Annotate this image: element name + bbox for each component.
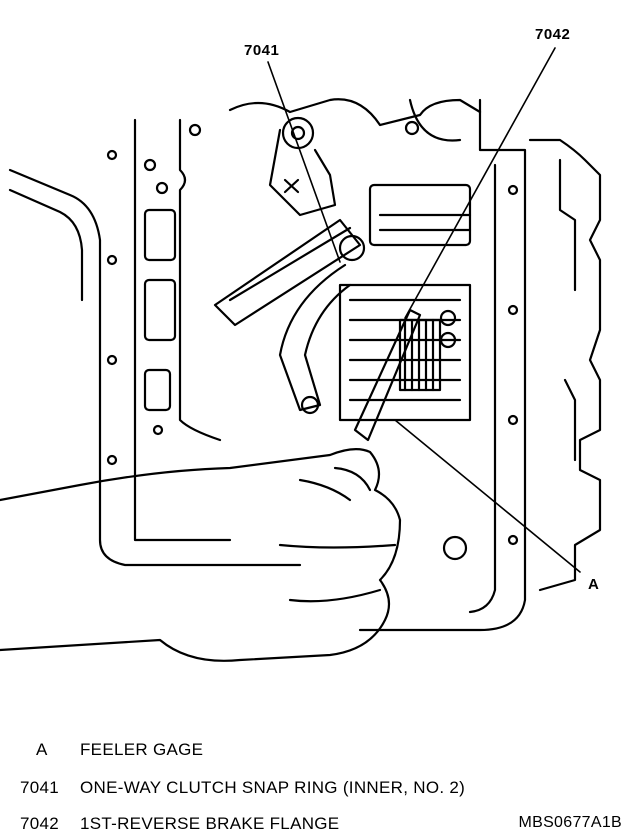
- figure-code: MBS0677A1B: [518, 814, 622, 831]
- leader-7041: [267, 61, 341, 263]
- legend-desc: FEELER GAGE: [80, 740, 204, 759]
- callout-7042: 7042: [535, 26, 571, 43]
- legend-row: 7042 1ST-REVERSE BRAKE FLANGE: [0, 814, 640, 840]
- leader-7042: [404, 47, 556, 319]
- bracket: [268, 128, 337, 217]
- callout-7041: 7041: [244, 42, 280, 59]
- legend-desc: 1ST-REVERSE BRAKE FLANGE: [80, 814, 340, 833]
- case-right-flange: [358, 98, 527, 632]
- legend-desc: ONE-WAY CLUTCH SNAP RING (INNER, NO. 2): [80, 778, 466, 797]
- tool-arm: [213, 218, 362, 327]
- callout-A: A: [588, 576, 600, 593]
- case-right-inner: [468, 163, 497, 614]
- case-top: [228, 98, 482, 127]
- case-left-inner: [8, 188, 84, 302]
- bracket-bolt: [281, 116, 315, 150]
- port-3: [143, 368, 172, 412]
- tool-pivot: [338, 234, 366, 262]
- legend-key: 7042: [20, 814, 60, 833]
- brake-housing: [338, 283, 472, 422]
- tool-lever: [278, 263, 352, 412]
- case-right-ribs: [528, 138, 602, 592]
- legend: A FEELER GAGE 7041 ONE-WAY CLUTCH SNAP R…: [0, 730, 640, 840]
- case-left-outline: [8, 168, 302, 567]
- valve-body-left: [133, 118, 232, 542]
- legend-key: 7041: [20, 778, 60, 797]
- legend-row: 7041 ONE-WAY CLUTCH SNAP RING (INNER, NO…: [0, 778, 640, 804]
- transmission-diagram: [0, 47, 602, 662]
- legend-row: A FEELER GAGE: [0, 740, 640, 766]
- legend-key: A: [36, 740, 48, 759]
- port-1: [143, 208, 177, 262]
- feeler-gage-blade: [353, 308, 422, 442]
- valve-body-left-edge: [178, 118, 222, 442]
- leader-A: [394, 419, 581, 573]
- port-2: [143, 278, 177, 342]
- hand: [0, 448, 402, 662]
